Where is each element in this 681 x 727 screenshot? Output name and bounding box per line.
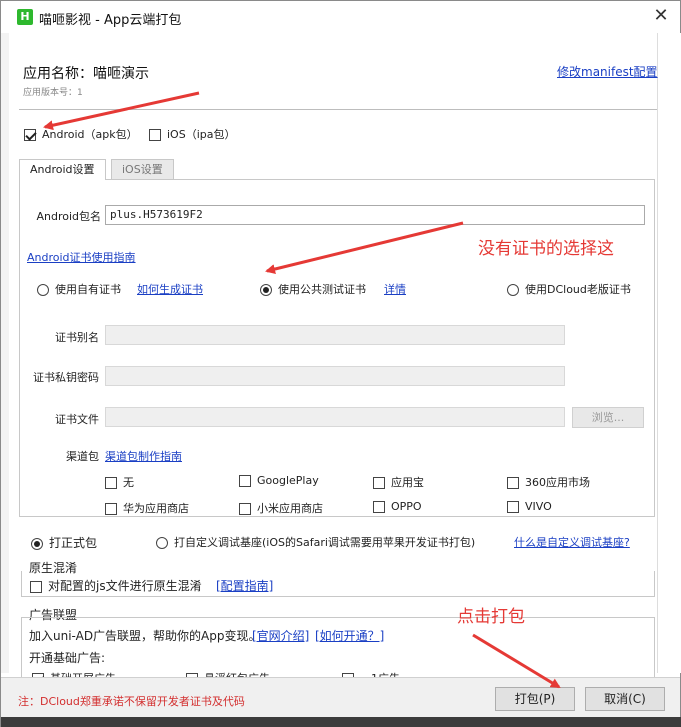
obfuscation-box [21,571,655,597]
checkbox-icon [30,580,42,593]
channel-oppo-label: OPPO [391,500,422,513]
channel-vivo-label: VIVO [525,500,552,513]
platform-android-label: Android（apk包） [42,128,138,141]
background-taskbar-strip [1,717,681,727]
build-release-label: 打正式包 [49,536,98,550]
background-editor-right [657,33,681,673]
radio-icon [31,537,43,550]
annotation-click-pack: 点击打包 [457,607,525,627]
tab-ios-settings[interactable]: iOS设置 [111,159,174,179]
channel-xiaomi[interactable]: 小米应用商店 [239,500,323,516]
cert-password-input[interactable] [105,366,565,386]
edit-manifest-link[interactable]: 修改manifest配置 [557,65,658,79]
ads-basic-title: 开通基础广告: [29,651,106,665]
checkbox-icon [149,129,161,141]
arrow-to-android [43,91,200,131]
package-name-label: Android包名 [36,210,101,223]
obfuscation-title: 原生混淆 [29,561,78,575]
channel-none-label: 无 [123,476,134,489]
annotation-no-cert: 没有证书的选择这 [478,239,614,259]
cert-option-public-label: 使用公共测试证书 [278,283,366,296]
channel-360[interactable]: 360应用市场 [507,474,590,490]
custom-base-help-link[interactable]: 什么是自定义调试基座? [514,536,630,549]
checkbox-icon [105,477,117,489]
close-icon[interactable]: ✕ [653,5,669,26]
platform-android-checkbox[interactable]: Android（apk包） [24,126,138,142]
checkbox-icon [507,501,519,513]
build-custom-base-label: 打自定义调试基座(iOS的Safari调试需要用苹果开发证书打包) [174,536,476,549]
cert-option-dcloud-legacy[interactable]: 使用DCloud老版证书 [507,281,631,297]
background-editor-left [1,33,9,673]
android-cert-guide-link[interactable]: Android证书使用指南 [27,251,136,264]
build-custom-base-radio[interactable]: 打自定义调试基座(iOS的Safari调试需要用苹果开发证书打包) [156,534,475,550]
checkbox-icon [24,129,36,141]
app-name-label: 应用名称：喵咂演示 [23,66,149,82]
cert-file-input[interactable] [105,407,565,427]
app-logo-icon: H [17,9,33,25]
channel-xiaomi-label: 小米应用商店 [257,502,323,515]
ads-join-text: 加入uni-AD广告联盟，帮助你的App变现。 [29,629,261,643]
channel-yingyongbao-label: 应用宝 [391,476,424,489]
browse-button[interactable]: 浏览... [572,407,644,428]
channel-vivo[interactable]: VIVO [507,500,552,513]
obfuscation-checkbox[interactable]: 对配置的js文件进行原生混淆 [30,577,202,594]
channel-huawei-label: 华为应用商店 [123,502,189,515]
checkbox-icon [373,477,385,489]
pack-button[interactable]: 打包(P) [495,687,575,711]
cert-option-own[interactable]: 使用自有证书 [37,281,121,297]
cert-alias-label: 证书别名 [55,331,99,344]
cert-password-label: 证书私钥密码 [33,371,99,384]
cert-option-own-label: 使用自有证书 [55,283,121,296]
tab-android-settings[interactable]: Android设置 [19,159,106,180]
build-release-radio[interactable]: 打正式包 [31,534,97,551]
cert-option-public-test[interactable]: 使用公共测试证书 [260,281,366,297]
platform-ios-checkbox[interactable]: iOS（ipa包） [149,126,235,142]
public-cert-details-link[interactable]: 详情 [384,283,406,296]
radio-icon [37,284,49,296]
window-title: 喵咂影视 - App云端打包 [39,13,182,28]
checkbox-icon [239,503,251,515]
cert-file-label: 证书文件 [55,413,99,426]
cert-option-dcloud-label: 使用DCloud老版证书 [525,283,631,296]
channel-googleplay-label: GooglePlay [257,474,319,487]
title-bar: H 喵咂影视 - App云端打包 ✕ [1,1,680,33]
checkbox-icon [105,503,117,515]
package-name-input[interactable]: plus.H573619F2 [105,205,645,225]
platform-ios-label: iOS（ipa包） [167,128,236,141]
channel-oppo[interactable]: OPPO [373,500,422,513]
obfuscation-guide-link[interactable]: [配置指南] [216,579,274,593]
privacy-note: 注：DCloud郑重承诺不保留开发者证书及代码 [18,695,245,708]
channel-360-label: 360应用市场 [525,476,590,489]
how-to-generate-cert-link[interactable]: 如何生成证书 [137,283,203,296]
channel-yingyongbao[interactable]: 应用宝 [373,474,424,490]
ads-box [21,617,655,677]
obfuscation-option-label: 对配置的js文件进行原生混淆 [48,579,202,593]
divider [19,109,657,110]
radio-icon [260,284,272,296]
checkbox-icon [507,477,519,489]
checkbox-icon [373,501,385,513]
checkbox-icon [239,475,251,487]
ads-intro-link[interactable]: [官网介绍] [252,629,310,643]
app-version-label: 应用版本号：1 [23,88,83,98]
cert-alias-input[interactable] [105,325,565,345]
ads-title: 广告联盟 [29,608,78,622]
android-settings-panel [19,179,655,517]
channel-guide-link[interactable]: 渠道包制作指南 [105,450,182,463]
channel-none[interactable]: 无 [105,474,134,490]
radio-icon [507,284,519,296]
radio-icon [156,537,168,549]
cancel-button[interactable]: 取消(C) [585,687,665,711]
channel-googleplay[interactable]: GooglePlay [239,474,319,487]
channel-label: 渠道包 [66,450,99,463]
ads-how-link[interactable]: [如何开通？] [315,629,385,643]
channel-huawei[interactable]: 华为应用商店 [105,500,189,516]
